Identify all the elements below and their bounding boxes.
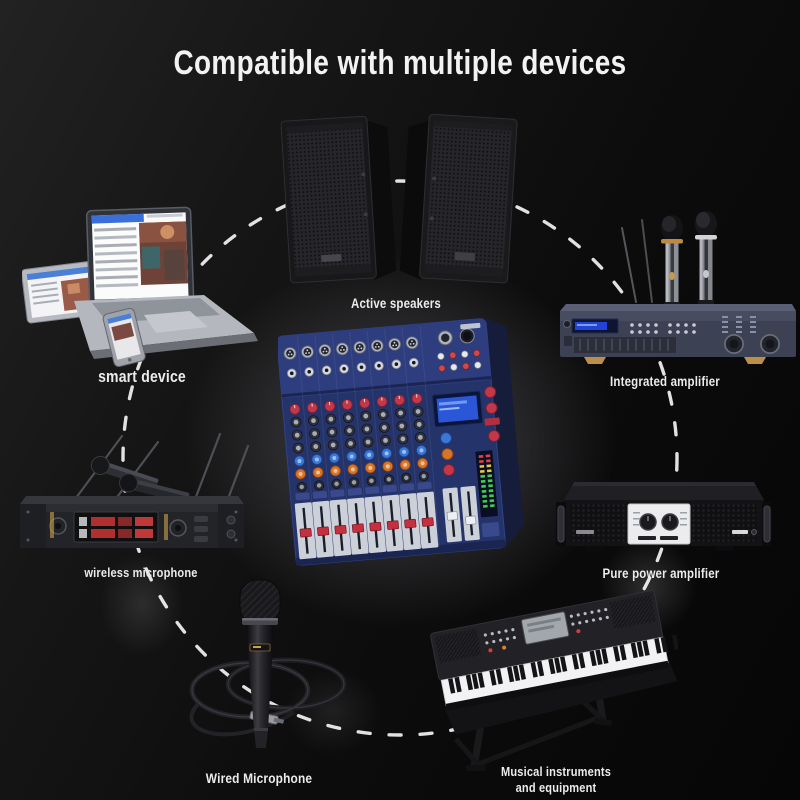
integrated-amplifier-label: Integrated amplifier (610, 374, 720, 389)
laptop (74, 206, 258, 359)
musical-instruments-label-line1: Musical instruments (500, 764, 612, 779)
smartphone (102, 307, 146, 367)
wireless-microphone-image (20, 432, 250, 548)
mixer-body (278, 318, 524, 566)
audio-mixer-console-image (278, 318, 524, 566)
wireless-handheld-mic (661, 215, 683, 311)
wired-microphone-label: Wired Microphone (205, 770, 313, 786)
musical-instruments-label-line2: and equipment (515, 779, 597, 795)
amplifier-unit (560, 304, 796, 364)
page-title: Compatible with multiple devices (173, 44, 627, 82)
active-speakers-label: Active speakers (351, 296, 441, 311)
active-speakers-image (280, 113, 518, 284)
mixer-master-section (431, 386, 500, 543)
smart-device-label: smart device (98, 368, 186, 386)
integrated-amplifier-image (560, 211, 796, 364)
wireless-handheld-mic (695, 211, 717, 309)
wired-microphone-image (189, 579, 347, 748)
wireless-microphone-label: wireless microphone (84, 565, 198, 580)
pure-power-amplifier-image (556, 482, 772, 551)
receiver-unit (20, 496, 244, 548)
speaker-right (399, 113, 518, 284)
microphone-body (239, 579, 281, 748)
speaker-left (280, 115, 397, 284)
musical-instruments-label: Musical instruments and equipment (471, 764, 641, 795)
musical-keyboard-image (430, 590, 678, 771)
keyboard-body (430, 590, 678, 735)
pure-power-amplifier-label: Pure power amplifier (602, 566, 720, 581)
dashed-circle-path (121, 179, 679, 737)
antenna-icon (621, 219, 653, 303)
amp-knob (639, 513, 679, 531)
smart-device-image (22, 206, 258, 367)
